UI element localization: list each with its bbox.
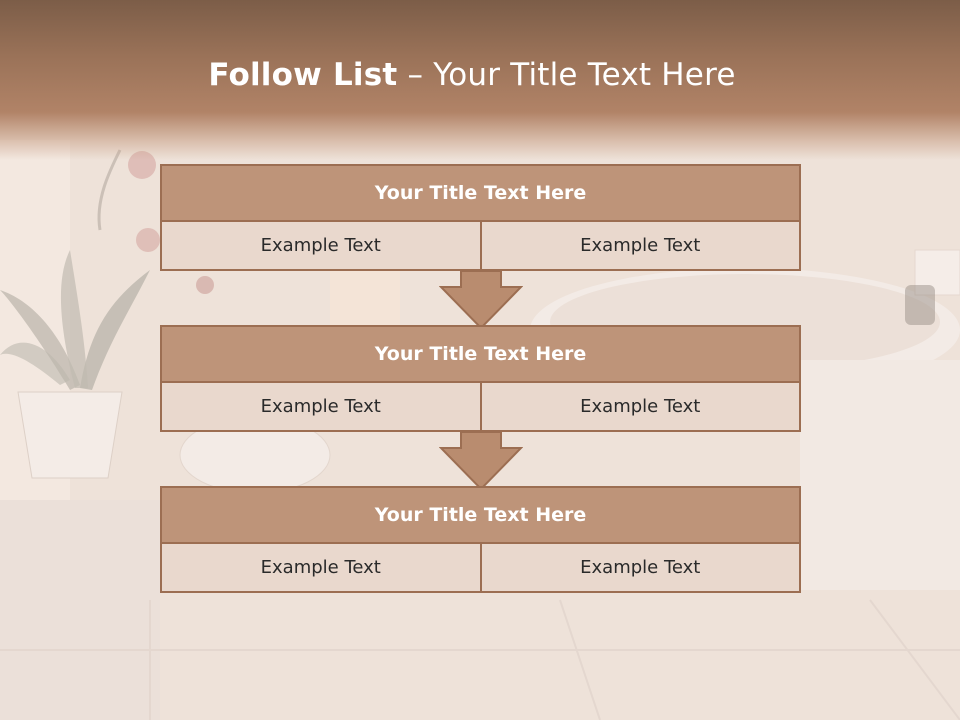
header-band [0,0,960,160]
flow-cell-right: Example Text [479,544,799,591]
flow-cell-left: Example Text [162,383,480,430]
down-arrow-icon [439,270,523,330]
flow-block-2: Your Title Text Here Example Text Exampl… [160,325,801,432]
flow-cell-left: Example Text [162,222,480,269]
flow-cell-right: Example Text [479,222,799,269]
flow-block-3: Your Title Text Here Example Text Exampl… [160,486,801,593]
down-arrow-icon [439,431,523,491]
flow-block-title: Your Title Text Here [160,164,801,222]
title-bold: Follow List [208,57,398,93]
flow-block-title: Your Title Text Here [160,325,801,383]
flow-block-row: Example Text Example Text [160,222,801,271]
flow-cell-left: Example Text [162,544,480,591]
flow-block-row: Example Text Example Text [160,383,801,432]
slide-title: Follow List – Your Title Text Here [0,57,944,93]
title-rest: – Your Title Text Here [397,57,736,93]
flow-block-row: Example Text Example Text [160,544,801,593]
flow-cell-right: Example Text [479,383,799,430]
flow-block-1: Your Title Text Here Example Text Exampl… [160,164,801,271]
flow-block-title: Your Title Text Here [160,486,801,544]
